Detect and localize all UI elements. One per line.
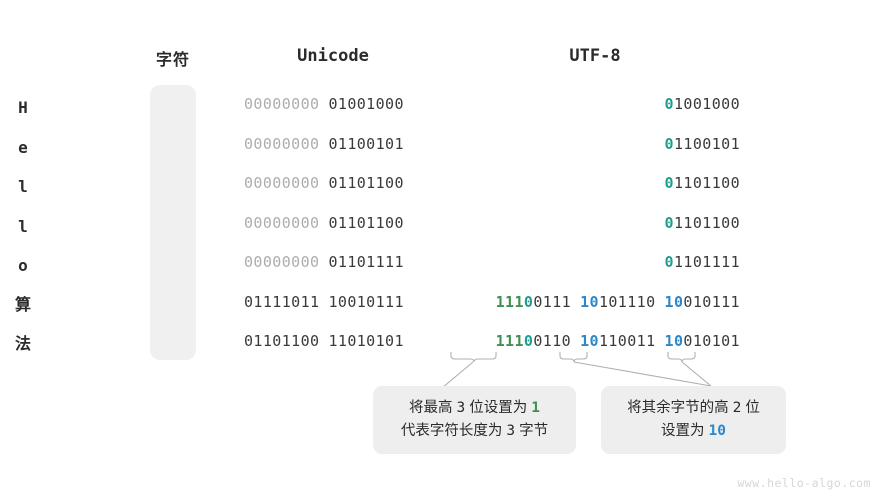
bit-group: 0	[664, 253, 674, 271]
bit-group: 10	[580, 292, 599, 311]
annotation-1-emphasis: 1	[531, 400, 541, 416]
annotation-1-line-2: 代表字符长度为 3 字节	[387, 420, 562, 443]
annotation-box-leading-bits: 将最高 3 位设置为 1 代表字符长度为 3 字节	[373, 386, 576, 454]
bit-group: 0	[664, 213, 674, 232]
annotation-2-line-2: 设置为 10	[615, 420, 772, 443]
bit-group: 0110	[533, 332, 572, 350]
bit-group: 010101	[683, 332, 740, 350]
column-header-char: 字符	[155, 52, 190, 69]
character-cell: 算	[14, 296, 31, 314]
unicode-binary-cell: 00000000 01100101	[244, 135, 422, 153]
utf8-binary-cell: 01100101	[440, 135, 740, 153]
character-cell: o	[18, 256, 28, 275]
character-cell: l	[18, 216, 28, 236]
utf8-binary-cell: 11100110 10110011 10010101	[440, 332, 740, 350]
unicode-binary-cell: 00000000 01101111	[244, 253, 422, 271]
character-column-pill	[150, 85, 196, 360]
annotation-2-line-1: 将其余字节的高 2 位	[615, 397, 772, 420]
unicode-binary-cell: 01101100 11010101	[244, 332, 422, 350]
bit-group: 11010101	[328, 332, 404, 350]
annotation-1-num-2: 3	[506, 423, 516, 439]
unicode-binary-cell: 00000000 01101100	[244, 174, 422, 192]
bit-group: 01101100	[328, 213, 404, 232]
bit-group: 10	[664, 332, 684, 350]
bit-group: 1100101	[673, 134, 740, 153]
bit-group: 10	[664, 292, 684, 311]
bit-group: 01001000	[328, 95, 404, 113]
unicode-binary-cell: 00000000 01101100	[244, 214, 422, 232]
bit-group: 00000000	[244, 95, 320, 113]
brace-lead-byte	[450, 352, 497, 363]
bit-group: 00000000	[244, 134, 320, 153]
bit-group: 1101100	[673, 213, 740, 232]
annotation-1-text-d: 字节	[519, 423, 549, 439]
byte-gap	[571, 332, 580, 350]
annotation-1-text-a: 将最高	[408, 400, 453, 416]
annotation-2-text-b: 位	[745, 400, 760, 416]
bit-group: 0	[523, 292, 534, 311]
bit-group: 10010111	[328, 292, 404, 311]
bit-group: 0	[664, 174, 674, 192]
annotation-2-emphasis: 10	[708, 423, 726, 439]
annotation-2-text-a: 将其余字节的高	[627, 400, 729, 416]
bit-group: 1101111	[673, 253, 740, 271]
utf8-binary-cell: 01101111	[440, 253, 740, 271]
watermark: www.hello-algo.com	[737, 476, 871, 490]
byte-gap	[656, 293, 665, 311]
unicode-binary-cell: 00000000 01001000	[244, 95, 422, 113]
leader-line-note1	[441, 361, 474, 389]
bit-group: 0	[664, 95, 674, 113]
byte-gap	[571, 293, 580, 311]
bit-group: 0	[523, 332, 534, 350]
utf8-binary-cell: 01001000	[440, 95, 740, 113]
unicode-binary-cell: 01111011 10010111	[244, 293, 422, 311]
annotation-1-text-b: 位设置为	[469, 400, 528, 416]
character-cell: e	[18, 137, 28, 157]
leader-line-note2-a	[573, 361, 712, 387]
utf8-binary-cell: 11100111 10101110 10010111	[440, 293, 740, 311]
bit-group: 110011	[598, 332, 656, 350]
character-cell: l	[18, 177, 28, 196]
byte-gap	[656, 332, 665, 350]
leader-line-note2-b	[681, 361, 712, 387]
bit-group: 01111011	[244, 292, 320, 311]
bit-group: 0111	[533, 292, 572, 311]
bit-group: 01101100	[328, 174, 404, 192]
character-cell: 法	[14, 336, 31, 353]
annotation-1-text-c: 代表字符长度为	[400, 423, 503, 439]
bit-group: 10	[580, 332, 599, 350]
annotation-box-continuation-bits: 将其余字节的高 2 位 设置为 10	[601, 386, 786, 454]
annotation-2-num: 2	[732, 400, 742, 416]
bit-group: 101110	[598, 292, 656, 311]
bit-group: 0	[664, 134, 674, 153]
bit-group: 00000000	[244, 213, 320, 232]
bit-group: 111	[495, 292, 524, 311]
bit-group: 01101100	[244, 332, 320, 350]
annotation-2-text-c: 设置为	[661, 423, 705, 439]
bit-group: 010111	[683, 292, 740, 311]
column-header-utf8: UTF-8	[569, 46, 621, 66]
bit-group: 1001000	[673, 95, 740, 113]
character-cell: H	[18, 98, 28, 117]
annotation-1-num: 3	[456, 400, 466, 416]
column-header-unicode: Unicode	[297, 46, 369, 66]
annotation-1-line-1: 将最高 3 位设置为 1	[387, 397, 562, 420]
bit-group: 01100101	[328, 134, 404, 153]
bit-group: 00000000	[244, 253, 320, 271]
bit-group: 01101111	[328, 253, 404, 271]
utf8-binary-cell: 01101100	[440, 174, 740, 192]
bit-group: 1101100	[673, 174, 740, 192]
utf8-binary-cell: 01101100	[440, 214, 740, 232]
bit-group: 111	[495, 332, 524, 350]
brace-cont-byte-1	[559, 352, 588, 363]
bit-group: 00000000	[244, 174, 320, 192]
brace-cont-byte-2	[667, 352, 696, 363]
